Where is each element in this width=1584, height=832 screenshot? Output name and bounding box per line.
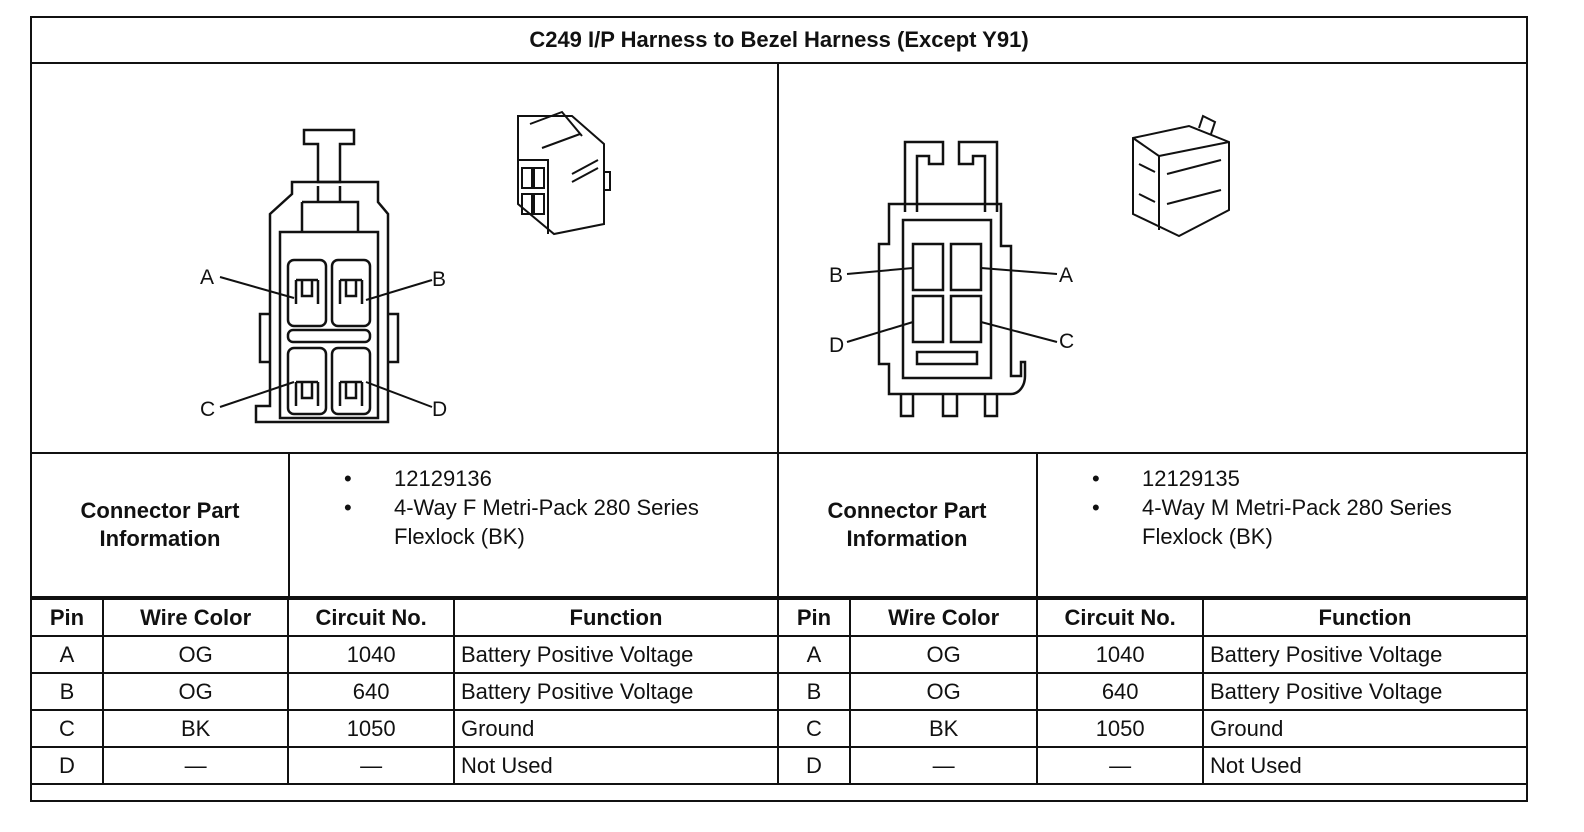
table-row: B OG 640 Battery Positive Voltage <box>777 672 1529 711</box>
callout-pin-b: B <box>829 264 843 287</box>
wire-color-cell: BK <box>101 709 290 748</box>
left-part-info-list: 12129136 4-Way F Metri-Pack 280 Series F… <box>290 454 779 596</box>
header-circuit-no: Circuit No. <box>1036 598 1204 637</box>
table-header-row: Pin Wire Color Circuit No. Function <box>30 598 780 637</box>
function-cell: Ground <box>1201 709 1529 748</box>
part-number: 12129136 <box>290 464 779 493</box>
callout-pin-b: B <box>432 268 446 291</box>
pin-cell: D <box>30 746 104 785</box>
callout-pin-a: A <box>200 266 214 289</box>
pin-cell: C <box>30 709 104 748</box>
callout-pin-a: A <box>1059 264 1073 287</box>
header-pin: Pin <box>777 598 851 637</box>
male-connector-diagram: A B C D <box>779 64 1528 452</box>
circuit-cell: — <box>1036 746 1204 785</box>
left-pin-table: Pin Wire Color Circuit No. Function A OG… <box>30 598 780 785</box>
wire-color-cell: — <box>101 746 290 785</box>
right-part-info-list: 12129135 4-Way M Metri-Pack 280 Series F… <box>1038 454 1526 596</box>
divider <box>777 454 779 596</box>
circuit-cell: 640 <box>287 672 455 711</box>
pin-cell: B <box>30 672 104 711</box>
callout-pin-c: C <box>200 398 215 421</box>
function-cell: Ground <box>452 709 780 748</box>
table-row: A OG 1040 Battery Positive Voltage <box>30 635 780 674</box>
document-title: C249 I/P Harness to Bezel Harness (Excep… <box>32 18 1526 64</box>
table-row: C BK 1050 Ground <box>30 709 780 748</box>
function-cell: Battery Positive Voltage <box>452 635 780 674</box>
divider <box>288 454 290 596</box>
circuit-cell: 1050 <box>287 709 455 748</box>
circuit-cell: 640 <box>1036 672 1204 711</box>
circuit-cell: — <box>287 746 455 785</box>
connector-part-info-row: Connector Part Information 12129136 4-Wa… <box>32 452 1526 598</box>
part-number: 12129135 <box>1038 464 1526 493</box>
function-cell: Not Used <box>452 746 780 785</box>
table-row: D — — Not Used <box>30 746 780 785</box>
callout-pin-d: D <box>829 334 844 357</box>
function-cell: Battery Positive Voltage <box>1201 635 1529 674</box>
wire-color-cell: OG <box>101 672 290 711</box>
table-row: A OG 1040 Battery Positive Voltage <box>777 635 1529 674</box>
circuit-cell: 1050 <box>1036 709 1204 748</box>
table-row: B OG 640 Battery Positive Voltage <box>30 672 780 711</box>
wire-color-cell: BK <box>848 709 1039 748</box>
female-connector-face-drawing: A B C D <box>200 110 611 424</box>
header-function: Function <box>1201 598 1529 637</box>
divider <box>1036 454 1038 596</box>
wire-color-cell: — <box>848 746 1039 785</box>
part-description: 4-Way F Metri-Pack 280 Series Flexlock (… <box>290 493 779 551</box>
right-info-label: Connector Part Information <box>827 498 987 551</box>
pin-cell: C <box>777 709 851 748</box>
part-description: 4-Way M Metri-Pack 280 Series Flexlock (… <box>1038 493 1526 551</box>
circuit-cell: 1040 <box>1036 635 1204 674</box>
male-connector-isometric-icon <box>1132 114 1230 238</box>
connector-document: C249 I/P Harness to Bezel Harness (Excep… <box>30 16 1529 802</box>
function-cell: Battery Positive Voltage <box>452 672 780 711</box>
male-connector-face-drawing: A B C D <box>829 114 1230 418</box>
circuit-cell: 1040 <box>287 635 455 674</box>
pin-cell: A <box>30 635 104 674</box>
header-wire-color: Wire Color <box>848 598 1039 637</box>
right-pin-table: Pin Wire Color Circuit No. Function A OG… <box>777 598 1529 785</box>
table-row: C BK 1050 Ground <box>777 709 1529 748</box>
female-connector-isometric-icon <box>517 110 611 236</box>
wire-color-cell: OG <box>848 672 1039 711</box>
female-connector-diagram: A B C D <box>32 64 779 452</box>
header-circuit-no: Circuit No. <box>287 598 455 637</box>
function-cell: Battery Positive Voltage <box>1201 672 1529 711</box>
left-info-label: Connector Part Information <box>80 498 240 551</box>
wire-color-cell: OG <box>101 635 290 674</box>
header-wire-color: Wire Color <box>101 598 290 637</box>
callout-pin-c: C <box>1059 330 1074 353</box>
pin-cell: D <box>777 746 851 785</box>
wire-color-cell: OG <box>848 635 1039 674</box>
table-row: D — — Not Used <box>777 746 1529 785</box>
function-cell: Not Used <box>1201 746 1529 785</box>
pin-cell: A <box>777 635 851 674</box>
callout-pin-d: D <box>432 398 447 421</box>
header-function: Function <box>452 598 780 637</box>
table-header-row: Pin Wire Color Circuit No. Function <box>777 598 1529 637</box>
header-pin: Pin <box>30 598 104 637</box>
pin-cell: B <box>777 672 851 711</box>
